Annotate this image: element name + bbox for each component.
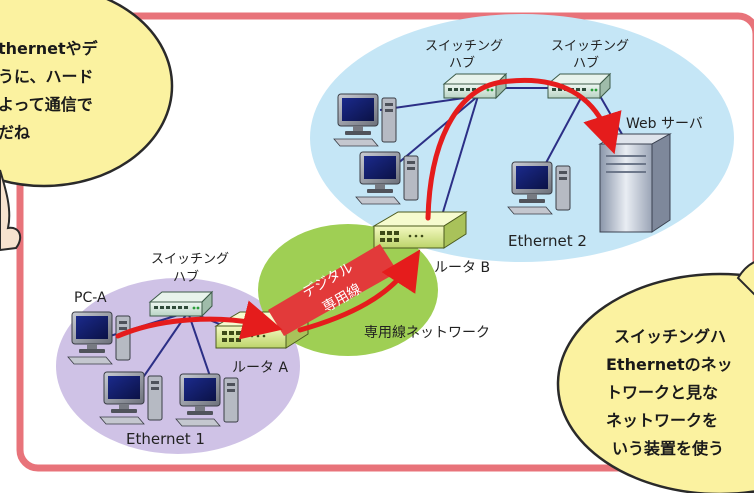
- web-server-label: Web サーバ: [626, 116, 703, 132]
- speech-bubble-right: [556, 261, 754, 493]
- bubble-right-line2: Ethernetのネッ: [606, 355, 733, 374]
- bubble-left-line2: うに、ハード: [0, 67, 94, 86]
- router-a-label: ルータ A: [232, 360, 288, 376]
- ethernet2-label: Ethernet 2: [508, 232, 587, 250]
- data-flow-arrows: [115, 77, 622, 340]
- pc-a-label: PC-A: [74, 290, 107, 306]
- switch-hub-ethernet2-left-label-line1: スイッチング: [425, 39, 503, 54]
- ethernet1-label: Ethernet 1: [126, 430, 205, 448]
- bubble-left-line3: よって通信で: [0, 95, 93, 114]
- switch-hub-ethernet2-right-label-line2: ハブ: [573, 55, 599, 71]
- bubble-right-line1: スイッチングハ: [614, 327, 726, 346]
- bubble-left-line1: thernetやデ: [0, 39, 99, 58]
- bubble-right-line3: トワークと見な: [606, 383, 718, 402]
- bubble-right-line5: いう装置を使う: [612, 439, 724, 458]
- router-b-label: ルータ B: [434, 260, 490, 276]
- router-b: [373, 211, 467, 249]
- digital-leased-line-band: [268, 244, 398, 336]
- bubble-left-line4: だね: [0, 123, 30, 142]
- switch-hub-ethernet2-right-label-line1: スイッチング: [551, 39, 629, 54]
- switch-hub-ethernet2-left-label-line2: ハブ: [449, 55, 475, 71]
- leased-line-network-label: 専用線ネットワーク: [364, 325, 490, 341]
- speech-bubble-left: [0, 0, 174, 252]
- bubble-right-line4: ネットワークを: [606, 411, 718, 430]
- switch-hub-ethernet1-label-line2: ハブ: [173, 269, 199, 285]
- switch-hub-ethernet1-label-line1: スイッチング: [151, 252, 229, 267]
- switch-hub-ethernet1: [149, 291, 213, 317]
- web-server: [598, 133, 672, 233]
